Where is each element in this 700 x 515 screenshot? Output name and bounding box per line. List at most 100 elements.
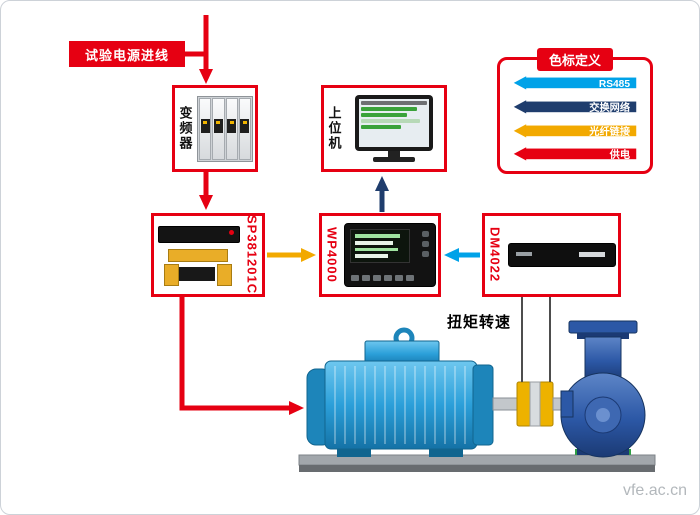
wp-analyzer-label: WP4000: [324, 227, 340, 283]
instrument-button-row: [351, 275, 414, 281]
display-row: [355, 240, 393, 245]
legend: 色标定义 RS485 交换网络 光纤链接 供电: [497, 48, 653, 174]
pump-flange-lip: [577, 333, 629, 339]
legend-label: 交换网络: [589, 101, 631, 114]
sensor-base-left: [164, 264, 179, 286]
led-dot: [229, 230, 234, 235]
host-pc-label-strip: 上位机: [324, 88, 344, 169]
breaker: [240, 118, 250, 133]
wp-analyzer-node: WP4000: [319, 213, 441, 297]
breaker-indicator: [216, 120, 221, 124]
instrument-body: [344, 223, 436, 287]
legend-item-network: 交换网络: [513, 99, 637, 114]
display-row: [355, 234, 400, 238]
legend-bar: [525, 125, 637, 136]
wp-analyzer-graphic: [342, 216, 438, 294]
legend-bar: [525, 101, 637, 112]
monitor-graphic: [355, 95, 433, 151]
instrument-button: [384, 275, 392, 281]
motor-shaft: [492, 397, 520, 411]
sp-sensor-label: SP381201C: [244, 215, 260, 295]
legend-label: RS485: [599, 79, 630, 90]
connections: [179, 15, 551, 415]
dm-module-node: DM4022: [482, 213, 621, 297]
instrument-button: [406, 275, 414, 281]
instrument-display: [350, 229, 410, 263]
legend-label: 供电: [609, 148, 631, 161]
pump-hub: [596, 408, 610, 422]
inverter-cabinet-graphic: [195, 88, 255, 169]
host-pc-graphic: [344, 88, 444, 169]
inverter-node: 变频器: [172, 85, 258, 172]
power-incoming-label: 试验电源进线: [69, 41, 185, 67]
legend-title: 色标定义: [536, 48, 614, 71]
cabinet-panel: [225, 97, 238, 160]
sp-sensor-node: SP381201C: [151, 213, 265, 297]
breaker-indicator: [203, 120, 208, 124]
cabinet: [197, 95, 253, 162]
dm-module-graphic: [505, 216, 618, 294]
coupling-band: [529, 381, 541, 427]
cabinet-panel: [199, 97, 212, 160]
legend-bar: [525, 148, 637, 160]
test-bench-platform: [298, 454, 656, 472]
end-bell: [472, 364, 494, 446]
motor-foot-left: [337, 447, 371, 457]
watermark: vfe.ac.cn: [622, 482, 687, 499]
screen-row: [361, 119, 421, 123]
legend-item-power: 供电: [513, 147, 637, 161]
screen-row: [361, 107, 418, 111]
motor-foot-right: [429, 447, 463, 457]
legend-bar: [525, 77, 637, 89]
power-feed-line: [185, 15, 206, 79]
inverter-label: 变频器: [177, 106, 193, 151]
sp-to-motor-line: [179, 297, 304, 415]
breaker-indicator: [242, 120, 247, 124]
breaker: [213, 118, 223, 133]
dm-module-label: DM4022: [487, 227, 503, 283]
legend-arrow-icon: [513, 99, 527, 114]
instrument-button: [351, 275, 359, 281]
host-pc-label: 上位机: [326, 106, 342, 151]
screen-row: [361, 113, 408, 117]
legend-item-rs485: RS485: [513, 76, 637, 90]
legend-arrow-icon: [513, 76, 527, 90]
instrument-key: [422, 231, 429, 237]
legend-arrow-icon: [513, 123, 527, 138]
computer-graphic: [355, 95, 433, 162]
pump-top-flange: [568, 320, 638, 334]
pump-inlet-flange: [560, 390, 574, 418]
host-pc-node: 上位机: [321, 85, 447, 172]
motor-graphic: [306, 327, 520, 457]
legend-item-fiber: 光纤链接: [513, 123, 637, 138]
torque-speed-signal-lines: [521, 297, 551, 382]
breaker-indicator: [229, 120, 234, 124]
module-logo-mark: [515, 252, 532, 256]
display-row: [355, 254, 388, 258]
instrument-key: [422, 251, 429, 257]
torque-coupling-graphic: [516, 381, 568, 427]
instrument-button: [395, 275, 403, 281]
sensor-assembly: [155, 220, 241, 290]
monitor-screen: [359, 99, 429, 147]
breaker: [227, 118, 237, 133]
cabinet-panel: [212, 97, 225, 160]
pump-graphic: [560, 320, 646, 458]
inverter-label-strip: 变频器: [175, 88, 195, 169]
screen-row: [361, 101, 427, 105]
instrument-key: [422, 241, 429, 247]
module-text-mark: [578, 252, 605, 257]
monitor-neck: [388, 151, 400, 157]
sensor-base-center: [179, 267, 215, 281]
instrument-button: [373, 275, 381, 281]
sensor-bar: [158, 226, 240, 243]
monitor-base: [373, 157, 415, 162]
instrument-button: [362, 275, 370, 281]
wp-analyzer-label-strip: WP4000: [322, 216, 342, 294]
sp-sensor-label-strip: SP381201C: [242, 215, 262, 295]
sensor-clamp: [168, 249, 228, 262]
sp-sensor-graphic: [154, 216, 242, 294]
module-bar: [507, 243, 616, 267]
